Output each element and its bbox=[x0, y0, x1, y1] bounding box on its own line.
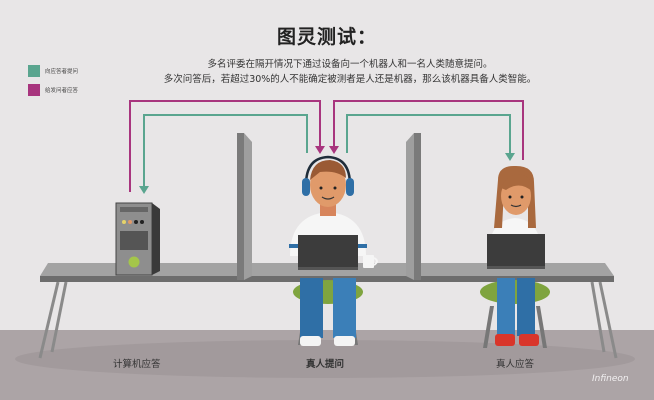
question-swatch-icon bbox=[28, 64, 40, 77]
caption-computer: 计算机应答 bbox=[113, 359, 161, 370]
partition-right bbox=[406, 133, 421, 280]
question-arrows bbox=[143, 114, 511, 188]
caption-questioner: 真人提问 bbox=[306, 359, 345, 370]
infineon-logo: Infineon bbox=[592, 374, 629, 384]
questioner-person-icon bbox=[289, 155, 378, 346]
answer-arrowhead-icon bbox=[315, 146, 325, 154]
answer-arrowhead-icon bbox=[329, 146, 339, 154]
diagram-title: 图灵测试： bbox=[276, 26, 377, 48]
legend-item-answer: 给发问者应答 bbox=[28, 81, 78, 98]
computer-tower-icon bbox=[115, 202, 160, 276]
floor-shadow bbox=[15, 340, 635, 378]
human-responder-person-icon bbox=[480, 165, 550, 348]
question-arrowhead-icon bbox=[139, 186, 149, 194]
answer-arrows bbox=[129, 100, 524, 192]
partition-left bbox=[237, 133, 252, 280]
description: 多名评委在隔开情况下通过设备向一个机器人和一名人类随意提问。 多次问答后，若超过… bbox=[100, 57, 600, 87]
question-arrowhead-icon bbox=[505, 153, 515, 161]
description-line-1: 多名评委在隔开情况下通过设备向一个机器人和一名人类随意提问。 bbox=[207, 59, 493, 70]
legend-item-question: 向应答者提问 bbox=[28, 62, 78, 79]
description-line-2: 多次问答后，若超过30%的人不能确定被测者是人还是机器，那么该机器具备人类智能。 bbox=[163, 74, 537, 85]
legend: 向应答者提问 给发问者应答 bbox=[28, 62, 78, 100]
answer-swatch-icon bbox=[28, 83, 40, 96]
table-legs bbox=[38, 281, 618, 359]
caption-human-responder: 真人应答 bbox=[496, 359, 535, 370]
